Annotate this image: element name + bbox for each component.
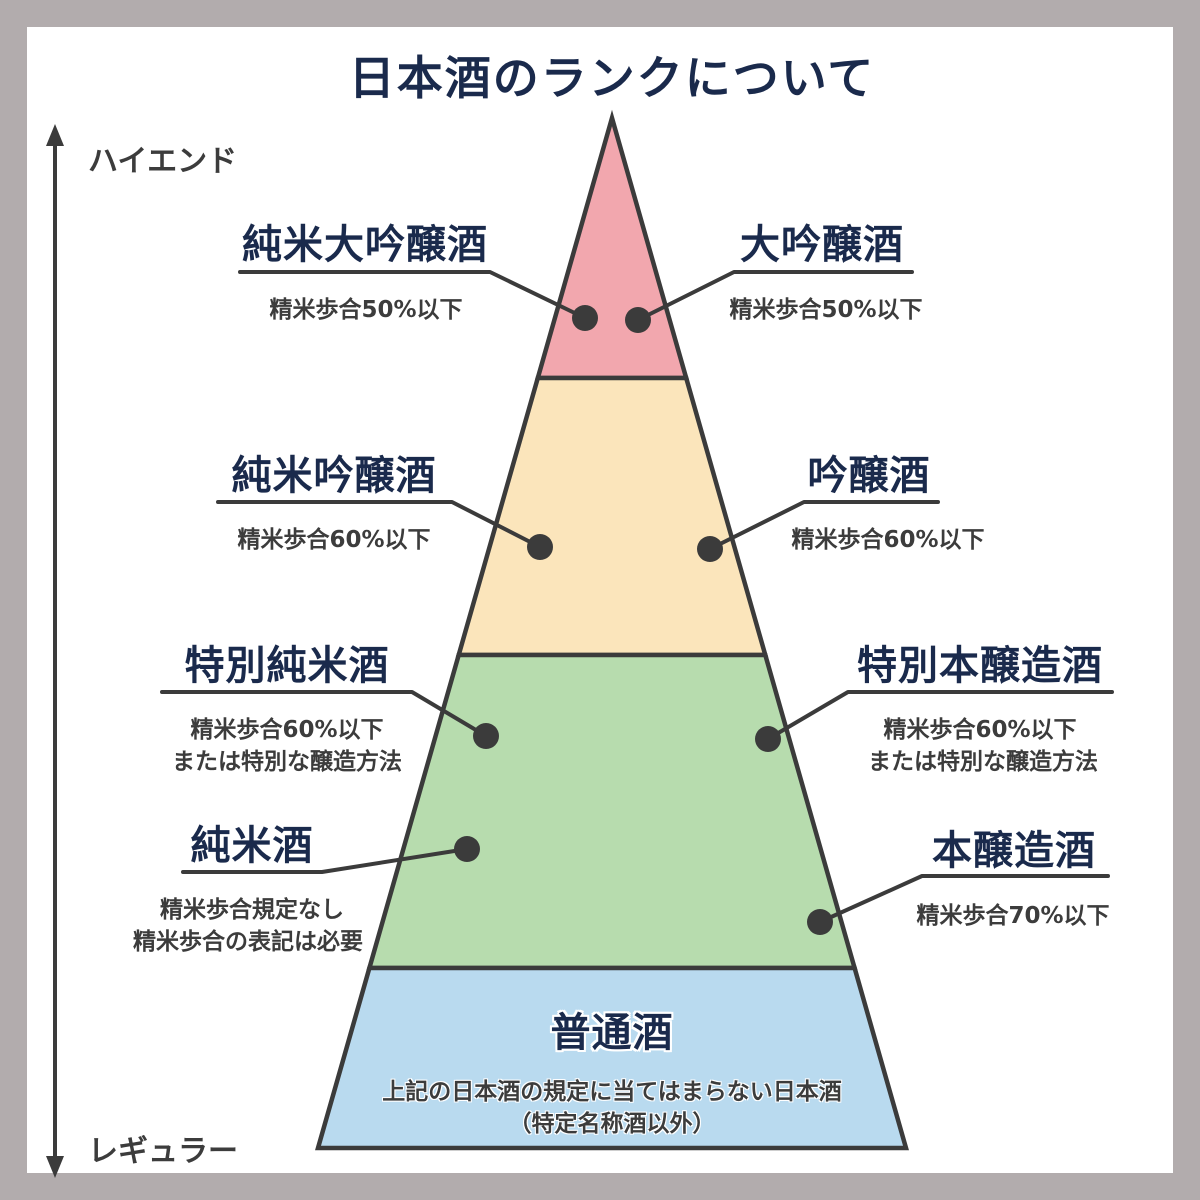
label-daiginjo: 大吟醸酒 — [740, 222, 904, 268]
leader-dot-daiginjo — [625, 307, 651, 333]
tier-ginjo-shape — [455, 375, 769, 658]
axis-label-regular: レギュラー — [88, 1134, 238, 1169]
label-tokubetsu-honjozo: 特別本醸造酒 — [857, 643, 1103, 689]
detail-tokubetsu-honjozo-2: または特別な醸造方法 — [868, 749, 1098, 775]
leader-dot-ginjo — [697, 536, 723, 562]
arrow-down-icon — [46, 1156, 64, 1178]
leader-dot-junmai-ginjo — [527, 534, 553, 560]
leader-dot-honjozo — [807, 909, 833, 935]
rank-axis-arrow — [46, 124, 64, 1178]
detail-junmai-ginjo: 精米歩合60%以下 — [237, 527, 431, 553]
leader-line-ginjo — [708, 500, 940, 551]
detail-futsushu-1: 上記の日本酒の規定に当てはまらない日本酒 — [382, 1079, 842, 1105]
leader-line-honjozo — [818, 874, 1110, 924]
detail-futsushu-2: （特定名称酒以外） — [508, 1111, 716, 1137]
leader-dot-tokubetsu-honjozo — [755, 726, 781, 752]
leader-line-junmai — [181, 847, 469, 874]
detail-junmai-daiginjo: 精米歩合50%以下 — [269, 297, 463, 323]
label-junmai-ginjo: 純米吟醸酒 — [231, 453, 437, 499]
detail-honjozo: 精米歩合70%以下 — [916, 903, 1110, 929]
detail-tokubetsu-junmai-1: 精米歩合60%以下 — [190, 717, 384, 743]
detail-tokubetsu-junmai-2: または特別な醸造方法 — [172, 749, 402, 775]
label-junmai: 純米酒 — [190, 823, 314, 869]
tier-daiginjo-shape — [534, 109, 690, 381]
tier-futsushu-shape — [315, 965, 909, 1151]
label-tokubetsu-junmai: 特別純米酒 — [184, 643, 390, 689]
detail-tokubetsu-honjozo-1: 精米歩合60%以下 — [883, 717, 1077, 743]
detail-daiginjo: 精米歩合50%以下 — [729, 297, 923, 323]
label-junmai-daiginjo: 純米大吟醸酒 — [242, 222, 488, 268]
arrow-up-icon — [46, 124, 64, 146]
leader-line-tokubetsu-honjozo — [766, 690, 1114, 741]
axis-label-high-end: ハイエンド — [88, 144, 238, 179]
leader-line-junmai-ginjo — [216, 500, 542, 549]
tier-junmai-honjozo-shape — [366, 652, 858, 971]
label-ginjo: 吟醸酒 — [807, 453, 931, 499]
leader-line-tokubetsu-junmai — [160, 690, 488, 738]
leader-line-junmai-daiginjo — [238, 270, 587, 320]
detail-junmai-1: 精米歩合規定なし — [160, 897, 344, 923]
label-futsushu: 普通酒 — [550, 1010, 674, 1056]
leader-line-daiginjo — [636, 270, 914, 322]
diagram-title: 日本酒のランクについて — [348, 51, 876, 105]
leader-dot-junmai-daiginjo — [572, 305, 598, 331]
leader-dot-junmai — [454, 836, 480, 862]
leader-dot-tokubetsu-junmai — [473, 723, 499, 749]
label-honjozo: 本醸造酒 — [932, 828, 1096, 874]
detail-junmai-2: 精米歩合の表記は必要 — [133, 929, 363, 955]
detail-ginjo: 精米歩合60%以下 — [791, 527, 985, 553]
